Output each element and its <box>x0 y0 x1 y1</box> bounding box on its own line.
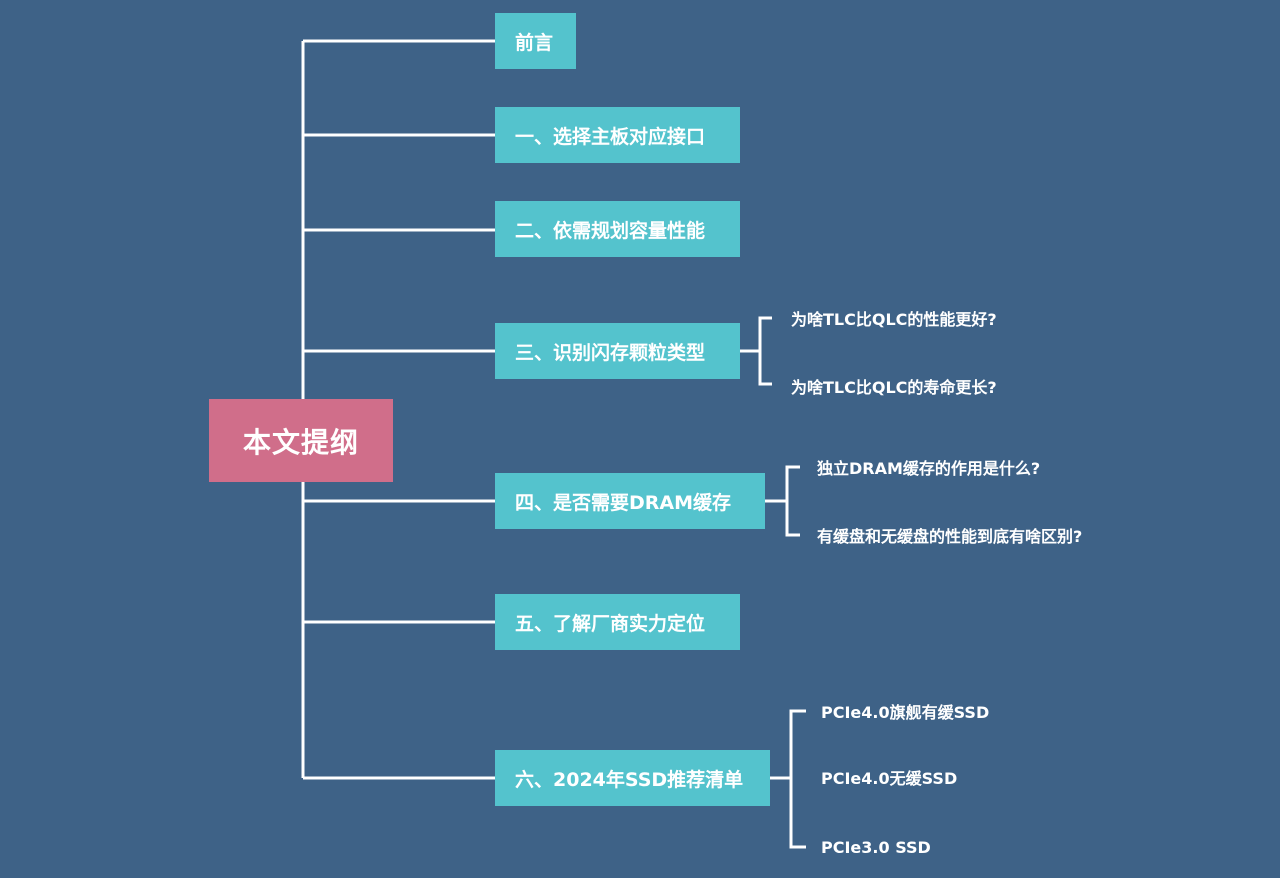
leaf-topic: PCIe4.0无缓SSD <box>821 769 958 788</box>
branch-label: 二、依需规划容量性能 <box>515 219 706 242</box>
leaf-topic: PCIe4.0旗舰有缓SSD <box>821 703 990 722</box>
branch-node-preface: 前言 <box>495 13 576 69</box>
branch-node-1: 一、选择主板对应接口 <box>495 107 740 163</box>
leaf-topic: PCIe3.0 SSD <box>821 838 931 857</box>
branch-node-6: 六、2024年SSD推荐清单 <box>495 750 770 806</box>
leaf-topic: 有缓盘和无缓盘的性能到底有啥区别? <box>817 527 1083 546</box>
branch-label: 三、识别闪存颗粒类型 <box>515 341 706 364</box>
branch-label: 六、2024年SSD推荐清单 <box>515 768 744 791</box>
leaf-topic: 独立DRAM缓存的作用是什么? <box>817 459 1041 478</box>
sub-bracket-6 <box>789 709 806 849</box>
leaf-topic: 为啥TLC比QLC的性能更好? <box>791 310 997 329</box>
branch-node-5: 五、了解厂商实力定位 <box>495 594 740 650</box>
branch-node-2: 二、依需规划容量性能 <box>495 201 740 257</box>
branch-label: 前言 <box>515 31 554 54</box>
branch-label: 一、选择主板对应接口 <box>515 125 706 148</box>
sub-bracket-3 <box>758 316 772 386</box>
root-node: 本文提纲 <box>209 399 393 482</box>
sub-bracket-4 <box>785 465 800 537</box>
root-label: 本文提纲 <box>242 425 359 459</box>
branch-label: 五、了解厂商实力定位 <box>515 612 706 635</box>
branch-node-4: 四、是否需要DRAM缓存 <box>495 473 765 529</box>
leaf-topic: 为啥TLC比QLC的寿命更长? <box>791 378 997 397</box>
branch-label: 四、是否需要DRAM缓存 <box>515 491 732 514</box>
branch-node-3: 三、识别闪存颗粒类型 <box>495 323 740 379</box>
